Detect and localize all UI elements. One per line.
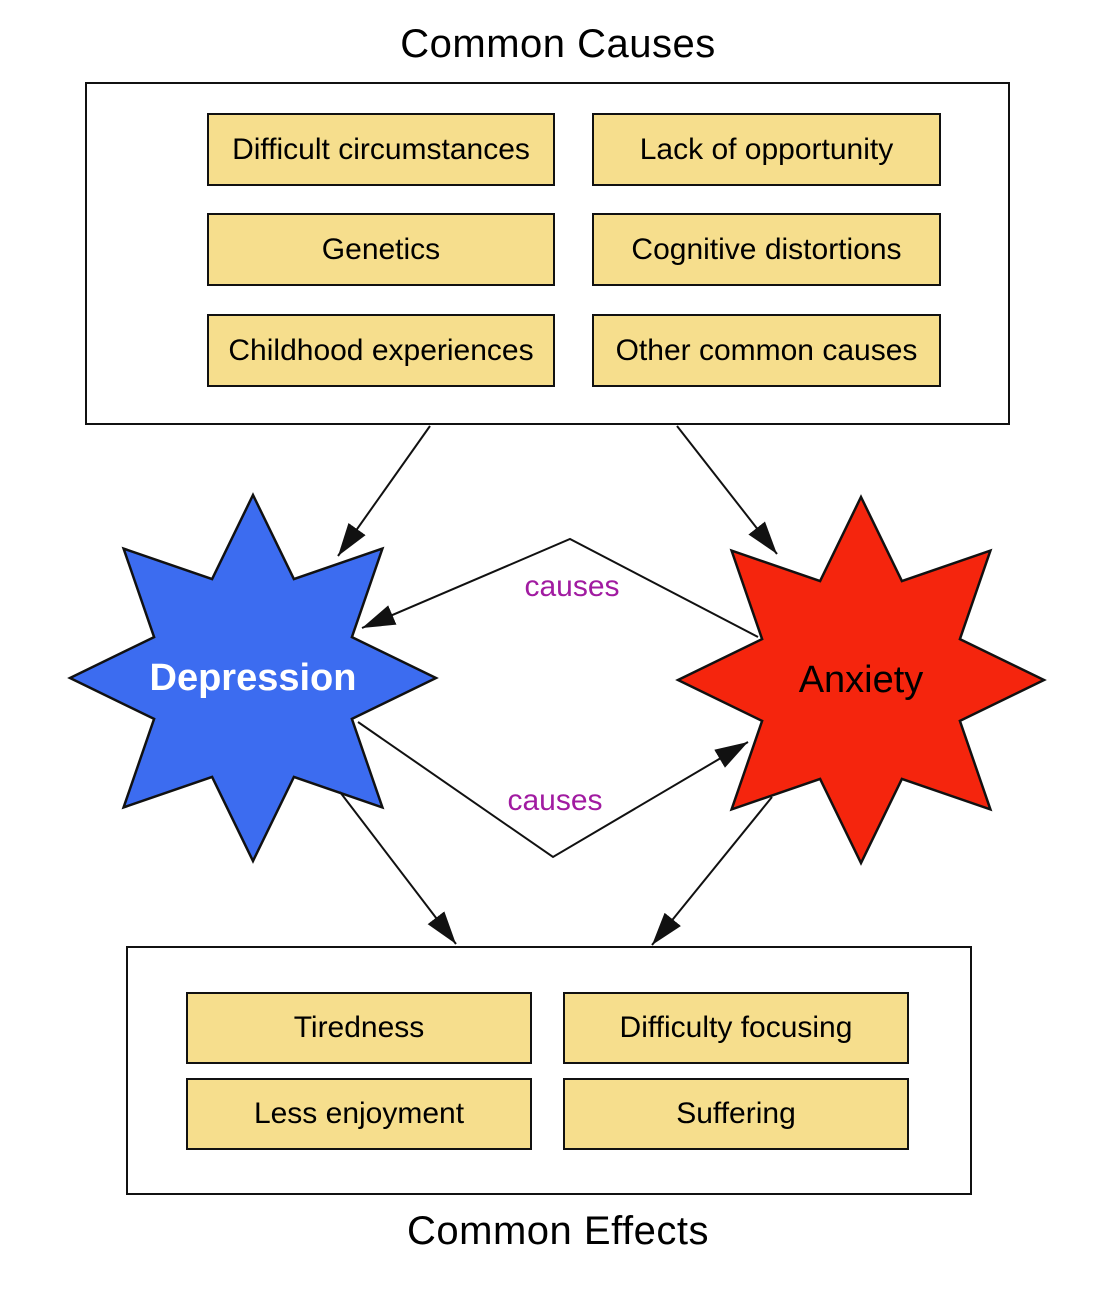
edge-anxiety-to-effects [651,796,773,946]
cause-item-genetics: Genetics [207,213,555,286]
cause-item-childhood-experiences: Childhood experiences [207,314,555,387]
edge-depression-to-effects [339,791,457,945]
effect-item-difficulty-focusing: Difficulty focusing [563,992,909,1064]
depression-node-label: Depression [149,657,357,699]
effect-item-suffering: Suffering [563,1078,909,1150]
edge-label-depression-causes-anxiety: causes [507,784,603,817]
causes-group-box: Difficult circumstances Lack of opportun… [85,82,1010,425]
effect-item-tiredness: Tiredness [186,992,532,1064]
edge-causes-to-depression [337,425,431,557]
effect-item-less-enjoyment: Less enjoyment [186,1078,532,1150]
cause-item-lack-of-opportunity: Lack of opportunity [592,113,941,186]
effects-group-box: Tiredness Difficulty focusing Less enjoy… [126,946,972,1195]
anxiety-star-shape [675,494,1047,866]
anxiety-node-label: Anxiety [798,659,924,701]
edge-depression-causes-anxiety [357,721,749,859]
causes-title: Common Causes [400,22,716,66]
edge-label-anxiety-causes-depression: causes [524,570,620,603]
edge-anxiety-causes-depression [361,537,759,638]
cause-item-other-common-causes: Other common causes [592,314,941,387]
effects-title: Common Effects [407,1209,709,1253]
cause-item-cognitive-distortions: Cognitive distortions [592,213,941,286]
cause-item-difficult-circumstances: Difficult circumstances [207,113,555,186]
edge-causes-to-anxiety [676,425,778,555]
